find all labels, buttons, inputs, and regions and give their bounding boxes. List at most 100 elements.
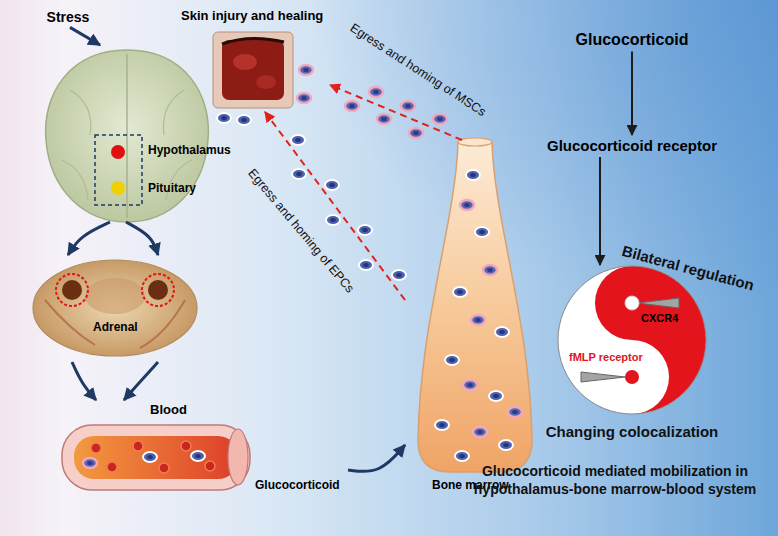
marrow-cell <box>499 440 513 450</box>
connector-path <box>72 362 96 400</box>
stem-cell <box>392 270 406 280</box>
brain-outline <box>46 50 209 222</box>
brain-midline <box>126 54 128 218</box>
connector <box>600 157 601 265</box>
connector <box>70 27 100 45</box>
brain-illustration: HypothalamusPituitary <box>40 45 240 222</box>
adrenal-picture <box>33 260 197 356</box>
connector-path <box>68 222 110 255</box>
stem-cell <box>409 128 423 138</box>
dashed-circle <box>142 274 174 306</box>
yin-yang-outline <box>558 266 706 414</box>
stem-cell <box>237 115 251 125</box>
stem-cell <box>83 458 97 468</box>
skin-wound: Skin injury and healing <box>175 6 330 112</box>
dashed-circle <box>56 274 88 306</box>
stem-cell <box>297 93 311 103</box>
flask-rim <box>458 138 492 146</box>
brain-picture <box>46 50 209 222</box>
skin-patch <box>213 32 293 108</box>
blood-vessel: BloodGlucocorticoid <box>55 400 348 505</box>
marrow-cell <box>508 407 522 417</box>
marrow-cell <box>489 391 503 401</box>
marrow-cell <box>495 327 509 337</box>
receptor-cone <box>637 298 679 308</box>
node-text: Blood <box>150 402 187 418</box>
msc-stream <box>345 87 447 138</box>
stem-cell <box>299 65 313 75</box>
connector-path <box>70 27 100 45</box>
wound-texture <box>256 75 276 89</box>
connectors <box>68 27 632 471</box>
flask-picture <box>418 138 532 472</box>
marrow-cell <box>483 265 497 275</box>
connector <box>72 362 158 400</box>
marrow-cell <box>463 380 477 390</box>
red-cell <box>133 441 143 451</box>
node-text: Glucocorticoid <box>576 30 689 49</box>
marrow-cell <box>471 315 485 325</box>
wound-texture <box>233 54 257 70</box>
dashed-box <box>95 135 142 205</box>
connector-path <box>348 445 405 471</box>
adrenal-gland <box>62 280 82 300</box>
adrenal-gland <box>148 280 168 300</box>
node-text: Pituitary <box>148 181 196 195</box>
stem-cell <box>359 260 373 270</box>
node-text: Hypothalamus <box>148 143 231 157</box>
wound <box>222 40 284 100</box>
node-text: Stress <box>47 9 90 26</box>
marrow-cell <box>475 227 489 237</box>
stem-cell <box>325 180 339 190</box>
stem-cell <box>326 215 340 225</box>
hypothalamus-dot <box>111 145 125 159</box>
node-text: Glucocorticoid receptor <box>547 137 717 155</box>
vessel-wall <box>62 425 250 490</box>
red-cell <box>181 441 191 451</box>
yin-yang-dot <box>625 296 639 310</box>
vessel-lumen <box>74 436 238 479</box>
connector-path <box>631 52 633 135</box>
stem-cell <box>292 169 306 179</box>
connector-path <box>126 222 158 255</box>
flask-outline <box>418 142 532 472</box>
adrenal-illustration: Adrenal <box>30 255 200 362</box>
epc-stream <box>291 135 406 280</box>
stem-cell <box>377 114 391 124</box>
node-text: fMLP receptor <box>569 351 643 364</box>
hormone-label: Glucocorticoid <box>571 28 694 51</box>
stem-cell <box>369 87 383 97</box>
stem-cell <box>191 451 205 461</box>
wound-rim <box>222 38 284 44</box>
red-cell <box>205 461 215 471</box>
marrow-cell <box>473 427 487 437</box>
node-text: Glucocorticoid <box>255 478 340 492</box>
yin-yang-shape <box>557 265 707 415</box>
stem-cell <box>143 452 157 462</box>
stem-cell <box>217 113 231 123</box>
connector <box>632 52 633 135</box>
red-cell <box>91 443 101 453</box>
red-cell <box>107 462 117 472</box>
vessel-end <box>228 429 248 485</box>
red-cell <box>159 463 169 473</box>
blood-vessel-picture <box>62 425 250 490</box>
stem-cell <box>433 114 447 124</box>
marrow-cell <box>466 170 480 180</box>
stem-cell <box>401 101 415 111</box>
marrow-cell <box>455 451 469 461</box>
connector-path <box>599 157 601 265</box>
yin-yang-dot <box>625 370 639 384</box>
marrow-cell <box>445 355 459 365</box>
adrenal-tissue <box>33 260 197 356</box>
node-text: CXCR4 <box>641 312 678 325</box>
receptor-cone <box>581 372 625 382</box>
stem-cell <box>291 135 305 145</box>
marrow-cell <box>435 420 449 430</box>
stem-cell <box>358 225 372 235</box>
annotation-label: Changing colocalization <box>546 422 719 442</box>
adrenal-patch <box>85 278 145 314</box>
